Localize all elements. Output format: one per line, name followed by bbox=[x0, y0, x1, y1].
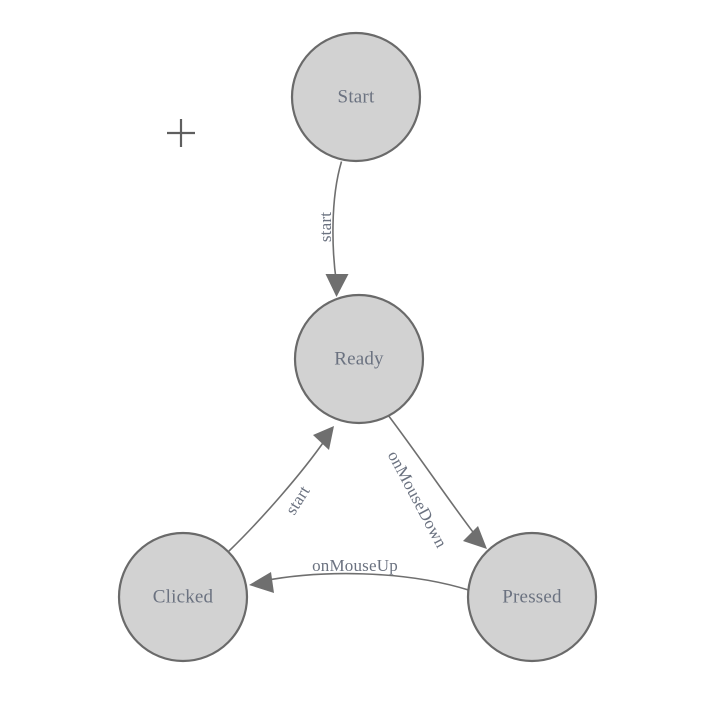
state-circle[interactable] bbox=[117, 531, 249, 663]
edge-label-onmouseup: onMouseUp bbox=[312, 556, 398, 575]
state-label: Clicked bbox=[153, 586, 214, 607]
edge-pressed-to-clicked[interactable]: onMouseUp bbox=[249, 556, 469, 593]
edge-ready-to-pressed[interactable]: onMouseDown bbox=[384, 414, 487, 552]
state-circle[interactable] bbox=[466, 531, 598, 663]
markers-layer bbox=[167, 119, 195, 147]
state-node-ready[interactable]: Ready bbox=[293, 293, 425, 425]
edge-path bbox=[228, 439, 326, 552]
edge-path bbox=[332, 161, 343, 284]
edge-path bbox=[262, 572, 469, 591]
arrowhead-icon bbox=[313, 426, 334, 450]
state-label: Pressed bbox=[502, 586, 562, 607]
edge-label-start-return: start bbox=[282, 482, 314, 518]
edge-label-onmousedown: onMouseDown bbox=[384, 448, 451, 552]
arrowhead-icon bbox=[249, 572, 274, 593]
edge-clicked-to-ready[interactable]: start bbox=[228, 426, 334, 552]
state-node-pressed[interactable]: Pressed bbox=[466, 531, 598, 663]
arrowhead-icon bbox=[325, 274, 349, 297]
edge-start-to-ready[interactable]: start bbox=[316, 161, 349, 298]
state-label: Ready bbox=[334, 348, 384, 369]
state-node-start[interactable]: Start bbox=[290, 31, 422, 163]
state-circle[interactable] bbox=[293, 293, 425, 425]
plus-marker-icon bbox=[167, 119, 195, 147]
edge-label-start: start bbox=[316, 212, 335, 242]
arrowhead-icon bbox=[463, 526, 487, 549]
state-node-clicked[interactable]: Clicked bbox=[117, 531, 249, 663]
nodes-layer: Start Ready Clicked Pressed bbox=[117, 31, 598, 663]
state-circle[interactable] bbox=[290, 31, 422, 163]
state-label: Start bbox=[338, 86, 375, 107]
edge-path bbox=[387, 414, 477, 537]
